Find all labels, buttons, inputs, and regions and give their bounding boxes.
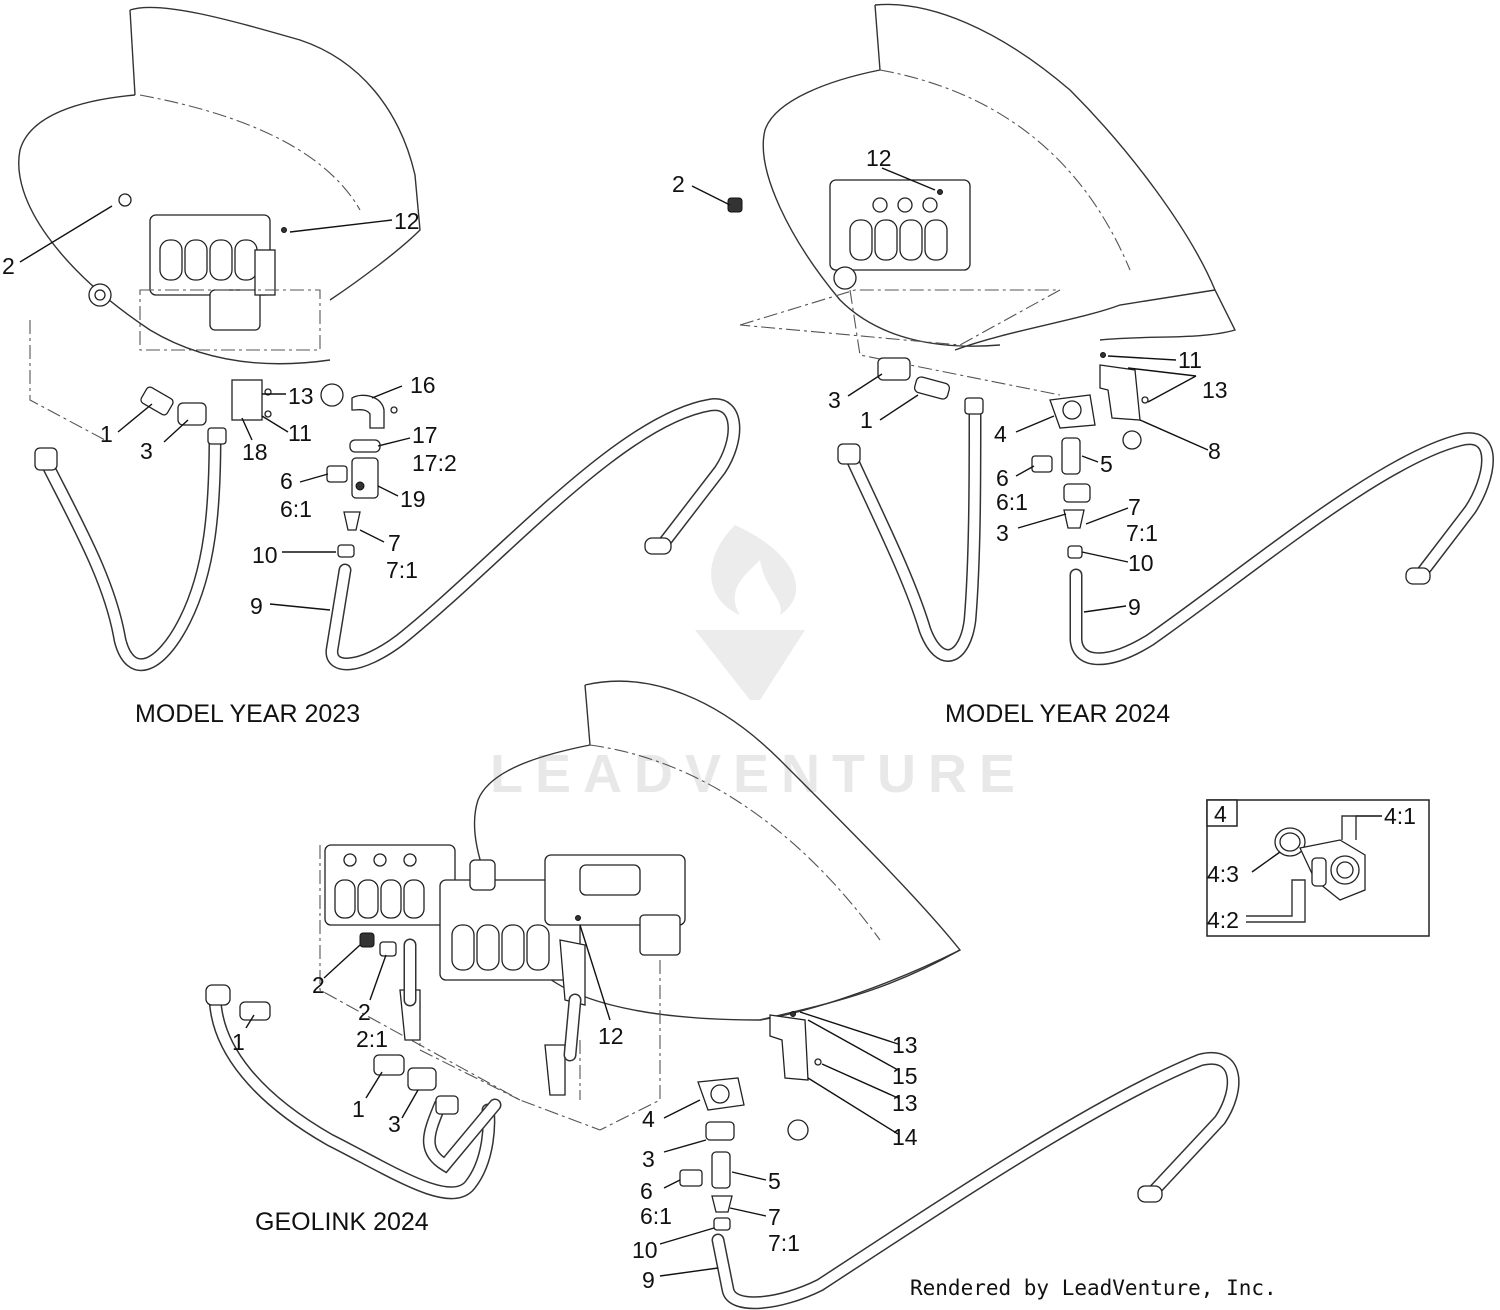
- callout-14: 14: [892, 1124, 918, 1150]
- callout-16: 16: [410, 372, 436, 398]
- callout-3b: 3: [642, 1146, 655, 1172]
- callout-6: 6: [996, 465, 1009, 491]
- valve-manifold-geolink-right: [544, 854, 686, 956]
- render-credit: Rendered by LeadVenture, Inc.: [910, 1276, 1277, 1300]
- callout-1: 1: [100, 421, 113, 447]
- diagram-title-2024: MODEL YEAR 2024: [945, 700, 1170, 728]
- watermark-text: LEADVENTURE: [490, 744, 1027, 804]
- callout-10: 10: [252, 542, 278, 568]
- callout-15: 15: [892, 1063, 918, 1089]
- callout-9: 9: [642, 1267, 655, 1293]
- callout-8: 8: [1208, 438, 1221, 464]
- callout-9: 9: [250, 593, 263, 619]
- diagram-model-year-2023: 2 12 1 3 13 16 18 11 17 17:2 6 6:1 19 10…: [2, 6, 741, 728]
- callout-10: 10: [1128, 550, 1154, 576]
- callout-7: 7: [768, 1204, 781, 1230]
- inset-title: 4: [1214, 801, 1227, 827]
- callout-5: 5: [1100, 451, 1113, 477]
- callout-9: 9: [1128, 594, 1141, 620]
- callout-7: 7: [1128, 494, 1141, 520]
- callout-7: 7: [388, 530, 401, 556]
- callout-5: 5: [768, 1168, 781, 1194]
- callout-6-1: 6:1: [280, 496, 312, 522]
- callout-3b: 3: [996, 520, 1009, 546]
- callout-11: 11: [1178, 347, 1202, 373]
- valve-manifold-geolink-left: [324, 844, 456, 926]
- callout-2: 2: [672, 171, 685, 197]
- callout-7-1: 7:1: [1126, 520, 1158, 546]
- callout-6: 6: [640, 1178, 653, 1204]
- callout-4-1: 4:1: [1384, 803, 1416, 829]
- callout-6-1: 6:1: [640, 1203, 672, 1229]
- valve-manifold-2024: [829, 179, 971, 271]
- callout-6: 6: [280, 468, 293, 494]
- diagram-title-2023: MODEL YEAR 2023: [135, 700, 360, 728]
- callout-13: 13: [1202, 377, 1228, 403]
- diagram-title-geolink-2024: GEOLINK 2024: [255, 1208, 429, 1236]
- callout-17: 17: [412, 422, 438, 448]
- callout-10: 10: [632, 1237, 658, 1263]
- diagram-model-year-2024: 12 2 11 13 3 1 4 8 6 5 6:1 7 3 7:1 10 9 …: [672, 3, 1494, 728]
- callout-12: 12: [598, 1023, 624, 1049]
- callout-18: 18: [242, 439, 268, 465]
- callout-3: 3: [388, 1111, 401, 1137]
- callout-13: 13: [288, 383, 314, 409]
- callout-12: 12: [866, 145, 892, 171]
- callout-7-1: 7:1: [768, 1230, 800, 1256]
- callout-4-3: 4:3: [1207, 861, 1239, 887]
- watermark: LEADVENTURE: [490, 525, 1027, 804]
- callout-4: 4: [994, 421, 1007, 447]
- callout-11: 11: [288, 420, 312, 446]
- callout-2b: 2: [358, 999, 371, 1025]
- callout-6-1: 6:1: [996, 489, 1028, 515]
- callout-3: 3: [828, 387, 841, 413]
- callout-4: 4: [642, 1106, 655, 1132]
- callout-2: 2: [2, 253, 15, 279]
- callout-7-1: 7:1: [386, 557, 418, 583]
- valve-manifold-2023: [149, 214, 276, 331]
- callout-12: 12: [394, 208, 420, 234]
- callout-13: 13: [892, 1032, 918, 1058]
- callout-1: 1: [232, 1029, 245, 1055]
- callout-2: 2: [312, 972, 325, 998]
- callout-4-2: 4:2: [1207, 907, 1239, 933]
- callout-17-2: 17:2: [412, 450, 457, 476]
- callout-13b: 13: [892, 1090, 918, 1116]
- diagram-geolink-2024: 2 2 2:1 12 1 1 13 15 13 3 4 14 3 5 6 6:1…: [205, 680, 1240, 1310]
- callout-19: 19: [400, 486, 426, 512]
- callout-2-1: 2:1: [356, 1026, 388, 1052]
- callout-1b: 1: [352, 1096, 365, 1122]
- inset-detail-4: 4 4:1 4:3 4:2: [1206, 799, 1430, 937]
- callout-3: 3: [140, 438, 153, 464]
- callout-1: 1: [860, 407, 873, 433]
